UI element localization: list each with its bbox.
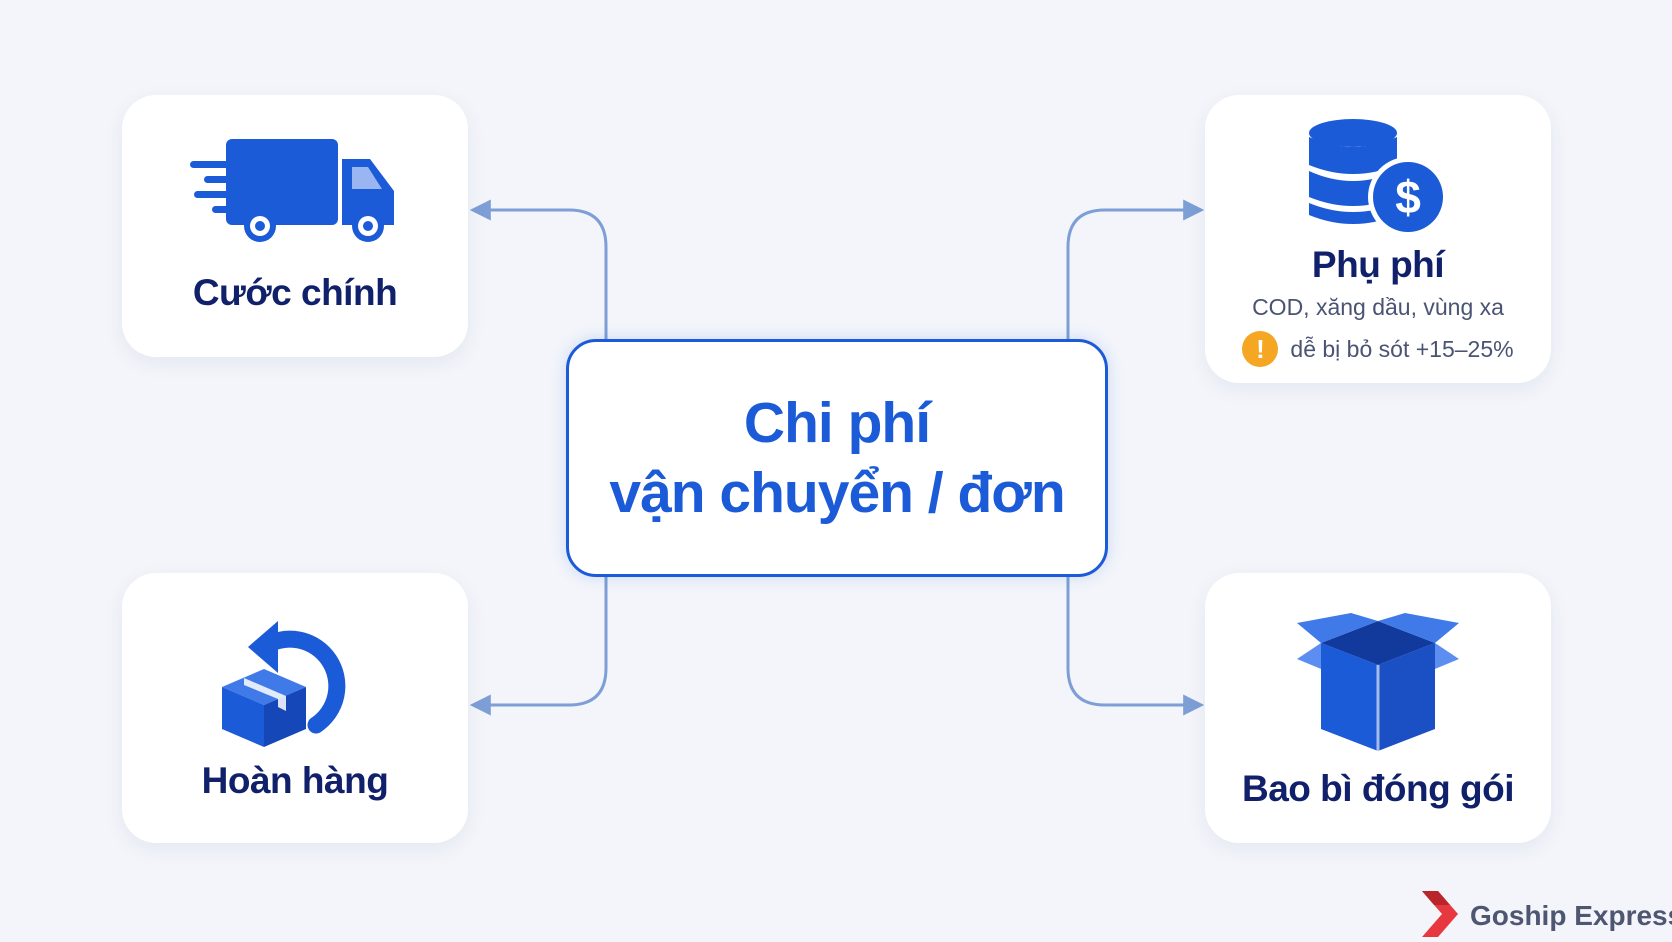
card-return: Hoàn hàng bbox=[122, 573, 468, 843]
connector-packaging bbox=[1066, 577, 1205, 716]
coins-dollar-icon: $ bbox=[1308, 117, 1448, 242]
surcharge-warning-text: dễ bị bỏ sót +15–25% bbox=[1290, 335, 1514, 362]
open-box-icon bbox=[1293, 613, 1463, 758]
warning-icon: ! bbox=[1242, 331, 1279, 367]
center-title-line1: Chi phí bbox=[743, 391, 931, 455]
delivery-truck-icon bbox=[190, 139, 400, 254]
card-return-label: Hoàn hàng bbox=[201, 760, 389, 801]
brand-watermark: Goship Express bbox=[1420, 890, 1672, 942]
center-topic-box: Chi phí vận chuyển / đơn bbox=[566, 339, 1108, 577]
brand-name: Goship Express bbox=[1470, 900, 1672, 931]
svg-text:$: $ bbox=[1395, 171, 1421, 223]
card-surcharge-label: Phụ phí bbox=[1311, 244, 1445, 285]
connector-return bbox=[469, 577, 608, 716]
card-packaging-label: Bao bì đóng gói bbox=[1241, 768, 1515, 809]
surcharge-warning: ! dễ bị bỏ sót +15–25% bbox=[1242, 331, 1514, 367]
card-surcharge-subtitle: COD, xăng dầu, vùng xa bbox=[1252, 294, 1504, 320]
card-packaging: Bao bì đóng gói bbox=[1205, 573, 1551, 843]
connector-surcharge bbox=[1066, 199, 1205, 339]
card-surcharge: $ Phụ phí COD, xăng dầu, vùng xa ! dễ bị… bbox=[1205, 95, 1551, 383]
card-main-fee: Cước chính bbox=[122, 95, 468, 357]
chevron-logo-icon bbox=[1420, 890, 1460, 942]
center-title-line2: vận chuyển / đơn bbox=[609, 461, 1065, 525]
card-main-fee-label: Cước chính bbox=[192, 272, 398, 313]
box-return-icon bbox=[220, 607, 370, 752]
connector-main-fee bbox=[469, 199, 608, 339]
